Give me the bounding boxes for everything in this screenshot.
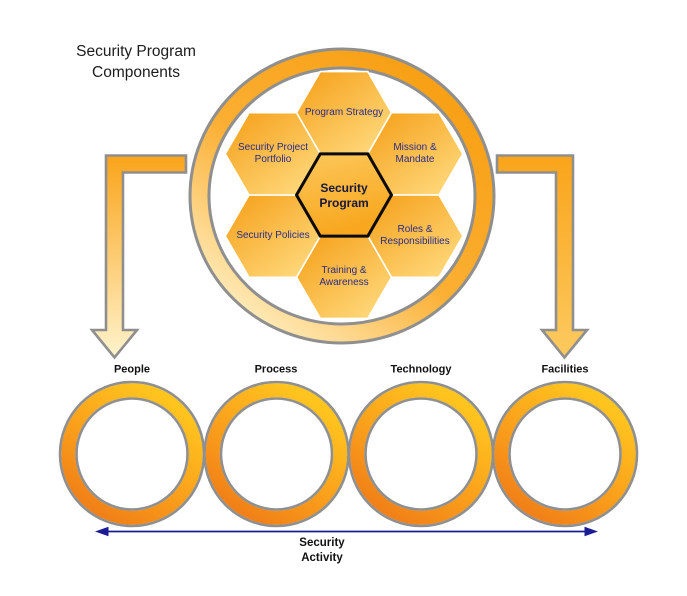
right-flow-arrow [495, 154, 590, 360]
axis-arrowhead-left [95, 526, 109, 537]
activity-circle-technology [347, 380, 495, 528]
left-flow-arrow [89, 154, 188, 360]
activity-circle-process [203, 380, 350, 528]
axis-arrowhead-right [584, 526, 598, 537]
activity-rings [58, 380, 639, 528]
activity-axis-arrow [95, 526, 598, 537]
hexagon-security-program [294, 152, 394, 238]
activity-circle-people [58, 380, 206, 528]
activity-circle-facilities [491, 380, 639, 528]
hub-ring [188, 47, 496, 345]
